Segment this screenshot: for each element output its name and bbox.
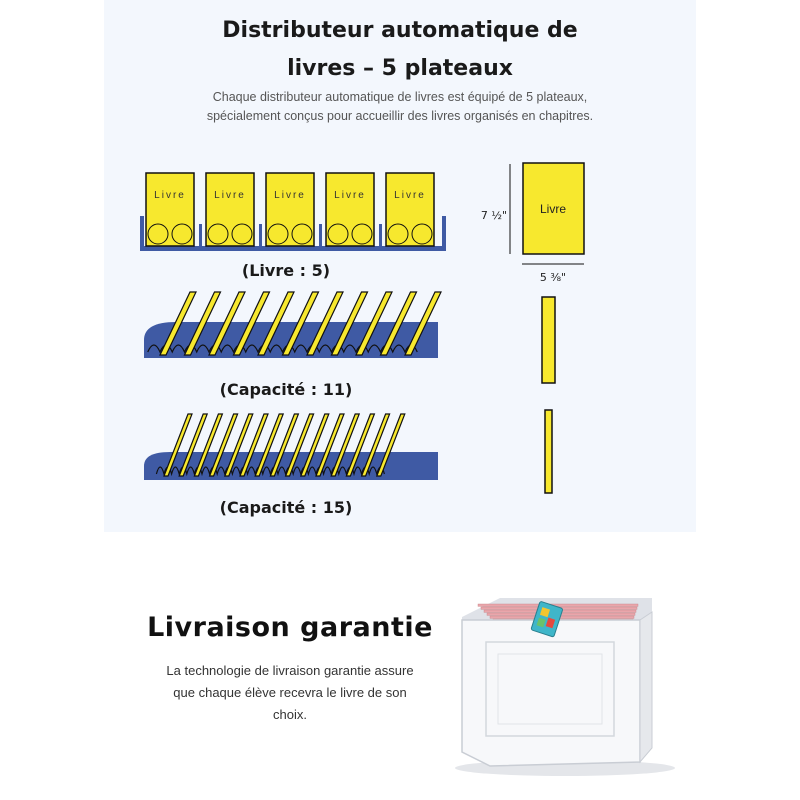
slanted-book <box>269 413 300 477</box>
tray-a-base <box>140 246 446 251</box>
tray-a-book-label: Livre <box>274 190 306 201</box>
page-subtitle: Chaque distributeur automatique de livre… <box>206 90 594 123</box>
page-title: Distributeur automatique de livres – 5 p… <box>104 12 696 88</box>
book-height-label: 7 ½" <box>481 209 507 222</box>
slanted-book <box>208 413 239 477</box>
book-spine-thick <box>541 296 556 384</box>
slanted-book <box>257 291 295 356</box>
book-front-diagram <box>522 162 585 255</box>
book-front-label: Livre <box>540 202 566 216</box>
slanted-book <box>183 291 222 356</box>
tray-a-books: Livre Livre Livre Livre Livre <box>145 172 435 248</box>
tray-b <box>144 291 442 358</box>
delivery-text: La technologie de livraison garantie ass… <box>166 663 414 722</box>
slanted-book <box>239 413 269 477</box>
slanted-book <box>330 291 369 356</box>
book-icon <box>530 601 563 638</box>
tray-b-caption: (Capacité : 11) <box>219 380 353 399</box>
book-spine-thin <box>544 409 553 494</box>
tray-a-book: Livre <box>145 172 202 248</box>
slanted-book <box>232 291 271 356</box>
tray-c-books <box>163 413 406 477</box>
slanted-book <box>355 291 393 356</box>
tray-b-books <box>159 291 442 356</box>
slanted-book <box>208 291 246 356</box>
slanted-book <box>375 413 406 477</box>
slanted-book <box>281 291 320 356</box>
tray-a-book-label: Livre <box>214 190 246 201</box>
dimensions-diagram: Livre 7 ½" 5 ⅜" <box>481 162 585 494</box>
delivery-title: Livraison garantie <box>147 612 433 643</box>
tray-a-book: Livre <box>265 172 322 248</box>
slanted-book <box>330 413 361 477</box>
slanted-book <box>299 413 330 477</box>
slanted-book <box>193 413 224 477</box>
slanted-book <box>345 413 376 477</box>
tray-c <box>144 413 438 480</box>
tray-a-book-label: Livre <box>154 190 186 201</box>
title-line-1: Distributeur automatique de <box>222 18 578 43</box>
slanted-book <box>284 413 315 477</box>
book-width-label: 5 ⅜" <box>540 271 566 284</box>
dispenser-front <box>461 619 641 767</box>
slanted-book <box>404 291 442 356</box>
tray-a-book: Livre <box>325 172 382 248</box>
tray-a: Livre Livre Livre Livre Livre <box>140 172 446 251</box>
slanted-book <box>178 413 209 477</box>
dispenser-side <box>639 611 653 764</box>
title-line-2: livres – 5 plateaux <box>287 56 513 81</box>
tray-a-book: Livre <box>205 172 262 248</box>
tray-a-caption: (Livre : 5) <box>241 261 331 280</box>
tray-a-right-wall <box>442 216 446 251</box>
slanted-book <box>379 291 418 356</box>
tray-a-book: Livre <box>385 172 435 247</box>
slanted-book <box>306 291 344 356</box>
tray-a-left-wall <box>140 216 144 251</box>
dispenser-front-panel <box>485 641 615 737</box>
tray-a-book-label: Livre <box>394 190 426 201</box>
tray-c-wave <box>155 466 385 477</box>
slanted-book <box>254 413 285 477</box>
slanted-book <box>315 413 345 477</box>
slanted-book <box>223 413 254 477</box>
slanted-book <box>360 413 391 477</box>
dispenser-front-window <box>497 653 603 725</box>
info-panel <box>104 0 696 532</box>
tray-c-caption: (Capacité : 15) <box>219 498 353 517</box>
tray-a-book-label: Livre <box>334 190 366 201</box>
slanted-book <box>159 291 197 356</box>
dispenser-illustration <box>455 598 675 776</box>
slanted-book <box>163 413 193 477</box>
